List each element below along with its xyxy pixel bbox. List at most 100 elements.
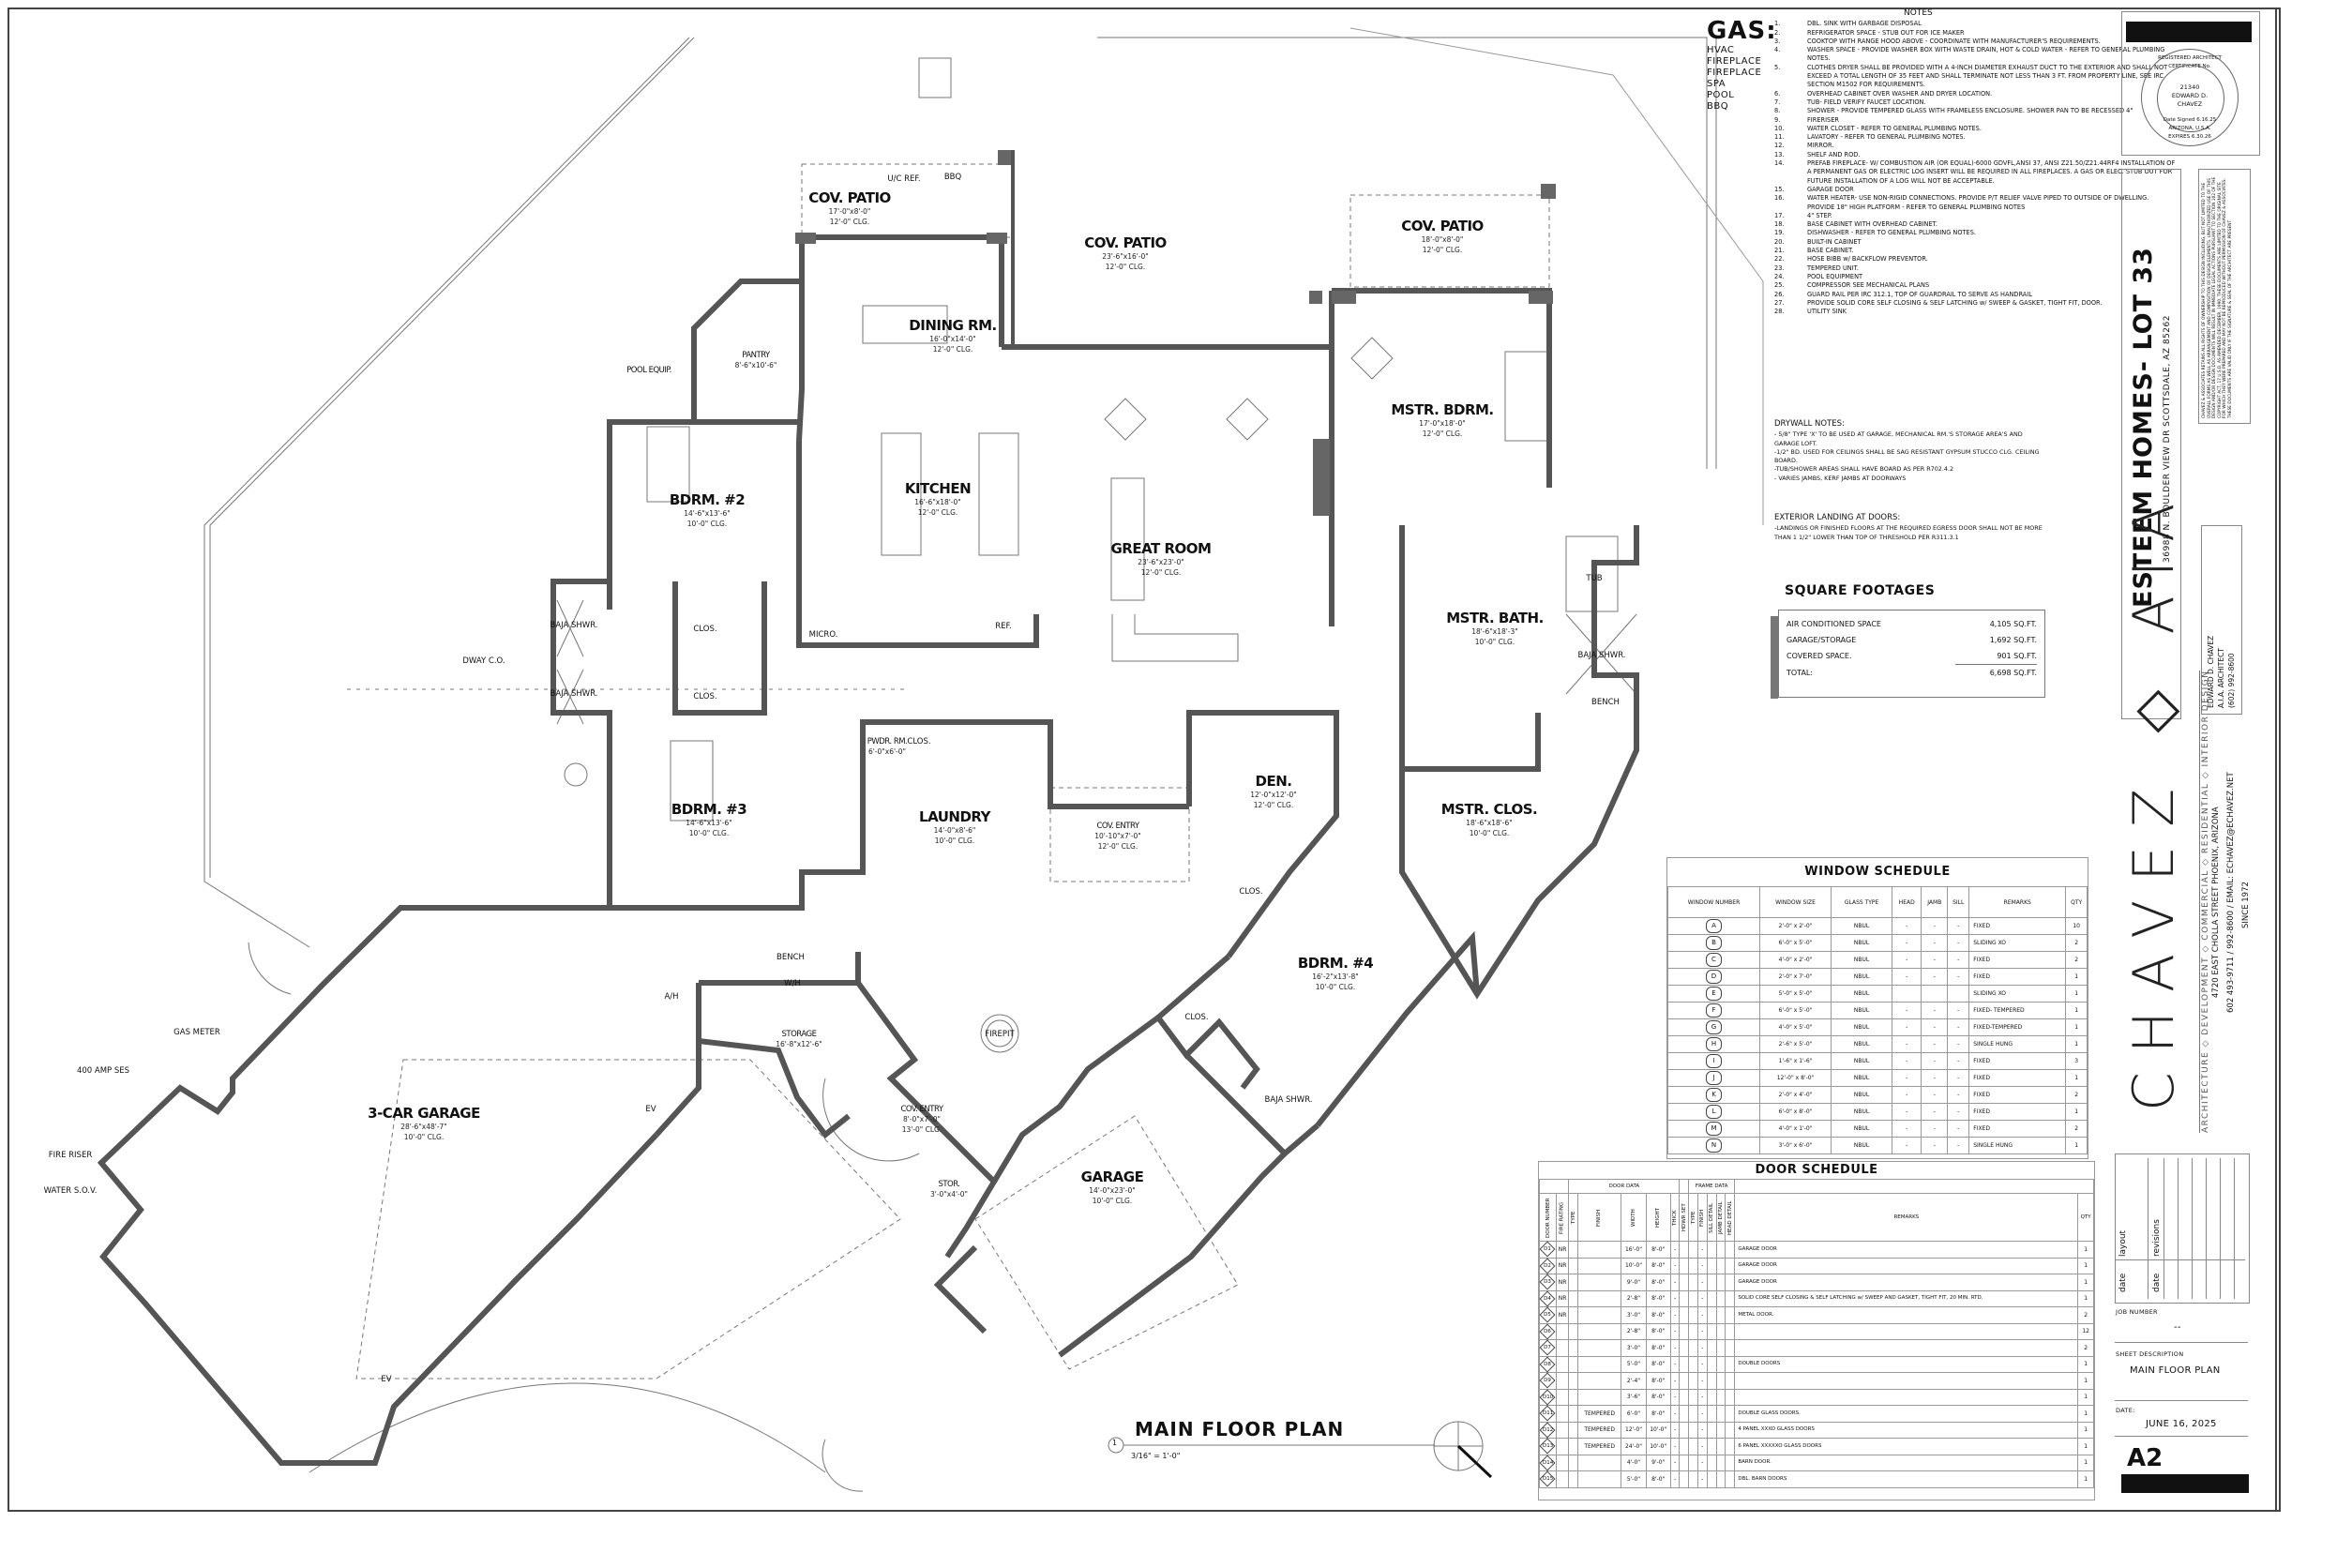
door-type-cell xyxy=(1568,1241,1578,1259)
door-width-cell: 3'-0" xyxy=(1621,1339,1647,1357)
plan-annotation: U/C REF. xyxy=(887,174,921,184)
window-remarks-cell: FIXED xyxy=(1968,1120,2067,1138)
door-ftype-cell xyxy=(1688,1322,1698,1340)
door-remarks-cell: GARAGE DOOR xyxy=(1734,1241,2079,1259)
plan-annotation: EV xyxy=(645,1105,656,1114)
note-number: 28. xyxy=(1774,308,1785,316)
plan-annotation: CLOS. xyxy=(693,625,717,634)
door-tag-label: D5 xyxy=(1544,1312,1552,1319)
window-glass-cell: NBUL xyxy=(1831,1137,1893,1154)
door-schedule-header: FINISH xyxy=(1697,1193,1708,1242)
door-id-cell: D4 xyxy=(1539,1289,1557,1307)
sqft-value: 1,692 SQ.FT. xyxy=(1989,636,2037,644)
window-qty-cell: 1 xyxy=(2065,1002,2088,1019)
door-ftype-cell xyxy=(1688,1372,1698,1390)
door-width-cell: 4'-0" xyxy=(1621,1454,1647,1471)
door-tag-icon: D7 xyxy=(1539,1339,1556,1356)
window-head-cell: - xyxy=(1892,934,1922,952)
room-label-dining-rm: DINING RM.16'-0"x14'-0"12'-0" CLG. xyxy=(909,317,997,354)
door-ftype-cell xyxy=(1688,1454,1698,1471)
door-tag-icon: D4 xyxy=(1539,1290,1556,1307)
door-thick-cell: - xyxy=(1669,1405,1681,1423)
plan-annotation: TUB xyxy=(1586,574,1603,583)
door-ftype-cell xyxy=(1688,1421,1698,1439)
room-ceiling: 12'-0" CLG. xyxy=(1422,246,1463,254)
door-thick-cell: - xyxy=(1669,1355,1681,1373)
note-text: FIRERISER xyxy=(1807,115,1839,124)
plan-annotation: BAJA SHWR. xyxy=(1264,1095,1313,1105)
door-tag-icon: D10 xyxy=(1539,1389,1556,1406)
room-size: 14'-6"x13'-6" xyxy=(686,819,732,827)
stamp-name2: CHAVEZ xyxy=(2177,100,2203,108)
window-jamb-cell: - xyxy=(1921,934,1949,952)
door-schedule-header: WIDTH xyxy=(1621,1193,1647,1242)
room-ceiling: 12'-0" CLG. xyxy=(829,218,870,226)
tb-divider xyxy=(2115,1436,2248,1437)
room-ceiling: 12'-0" CLG. xyxy=(1097,842,1138,851)
door-id-cell: D15 xyxy=(1539,1470,1557,1488)
window-head-cell: - xyxy=(1892,1086,1922,1104)
window-size-cell: 3'-0" x 6'-0" xyxy=(1759,1137,1832,1154)
door-type-cell xyxy=(1568,1339,1578,1357)
job-number-value: -- xyxy=(2174,1322,2181,1333)
window-qty-cell: 1 xyxy=(2065,1103,2088,1121)
note-number: 7. xyxy=(1774,98,1781,106)
window-id-cell: G xyxy=(1666,1018,1761,1036)
door-qty-cell: 1 xyxy=(2077,1454,2094,1471)
door-type-cell xyxy=(1568,1405,1578,1423)
note-row: 26.GUARD RAIL PER IRC 312.1, TOP OF GUAR… xyxy=(1774,291,2178,299)
door-width-cell: 5'-0" xyxy=(1621,1470,1647,1488)
note-number: 27. xyxy=(1774,298,1785,307)
door-tag-label: D15 xyxy=(1543,1476,1554,1483)
door-height-cell: 10'-0" xyxy=(1645,1421,1671,1439)
note-number: 21. xyxy=(1774,247,1785,255)
window-qty-cell: 2 xyxy=(2065,951,2088,969)
door-jamb-cell xyxy=(1715,1257,1726,1274)
door-head-cell xyxy=(1725,1372,1736,1390)
plan-annotation: BAJA SHWR. xyxy=(1577,651,1626,660)
door-thick-cell: - xyxy=(1669,1454,1681,1471)
note-number: 17. xyxy=(1774,211,1785,219)
door-jamb-cell xyxy=(1715,1339,1726,1357)
door-sill-cell xyxy=(1706,1470,1717,1488)
door-type-cell xyxy=(1568,1454,1578,1471)
firm-tagline: ARCHITECTURE ◇ DEVELOPMENT ◇ COMMERCIAL … xyxy=(2199,670,2210,1133)
door-schedule-header: HEIGHT xyxy=(1646,1193,1671,1242)
window-size-cell: 2'-0" x 7'-0" xyxy=(1759,968,1832,986)
door-ffinish-cell: - xyxy=(1696,1355,1708,1373)
room-size: 14'-0"x23'-0" xyxy=(1089,1186,1136,1195)
drywall-note: - 5/8" TYPE 'X' TO BE USED AT GARAGE, ME… xyxy=(1774,430,2023,447)
door-height-cell: 10'-0" xyxy=(1645,1438,1671,1455)
view-title: MAIN FLOOR PLAN xyxy=(1135,1418,1345,1440)
window-qty-cell: 1 xyxy=(2065,1018,2088,1036)
door-type-cell xyxy=(1568,1372,1578,1390)
note-row: 11.LAVATORY - REFER TO GENERAL PLUMBING … xyxy=(1774,133,2178,142)
window-sill-cell: - xyxy=(1947,1086,1970,1104)
door-group-blank xyxy=(1538,1179,1570,1194)
plan-annotation: CLOS. xyxy=(1239,887,1263,897)
door-thick-cell: - xyxy=(1669,1421,1681,1439)
window-tag-icon: F xyxy=(1706,1003,1722,1018)
window-jamb-cell: - xyxy=(1921,1052,1949,1070)
note-text: REFRIGERATOR SPACE - STUB OUT FOR ICE MA… xyxy=(1807,28,1965,37)
door-type-cell xyxy=(1568,1274,1578,1291)
window-head-cell: - xyxy=(1892,1035,1922,1053)
window-tag-icon: G xyxy=(1706,1020,1722,1034)
door-sill-cell xyxy=(1706,1421,1717,1439)
window-schedule-header: REMARKS xyxy=(1968,886,2067,918)
window-head-cell: - xyxy=(1892,1120,1922,1138)
door-fire-cell xyxy=(1555,1388,1570,1406)
door-hdwr-cell xyxy=(1679,1339,1690,1357)
stamp-state: ARIZONA, U.S.A. xyxy=(2168,126,2211,131)
sqft-value: 4,105 SQ.FT. xyxy=(1989,620,2037,628)
door-tag-icon: D12 xyxy=(1539,1422,1556,1439)
door-schedule-header: FINISH xyxy=(1577,1193,1621,1242)
door-ffinish-cell: - xyxy=(1696,1257,1708,1274)
notes-title: NOTES xyxy=(1904,8,1933,18)
door-tag-label: D10 xyxy=(1543,1394,1554,1400)
